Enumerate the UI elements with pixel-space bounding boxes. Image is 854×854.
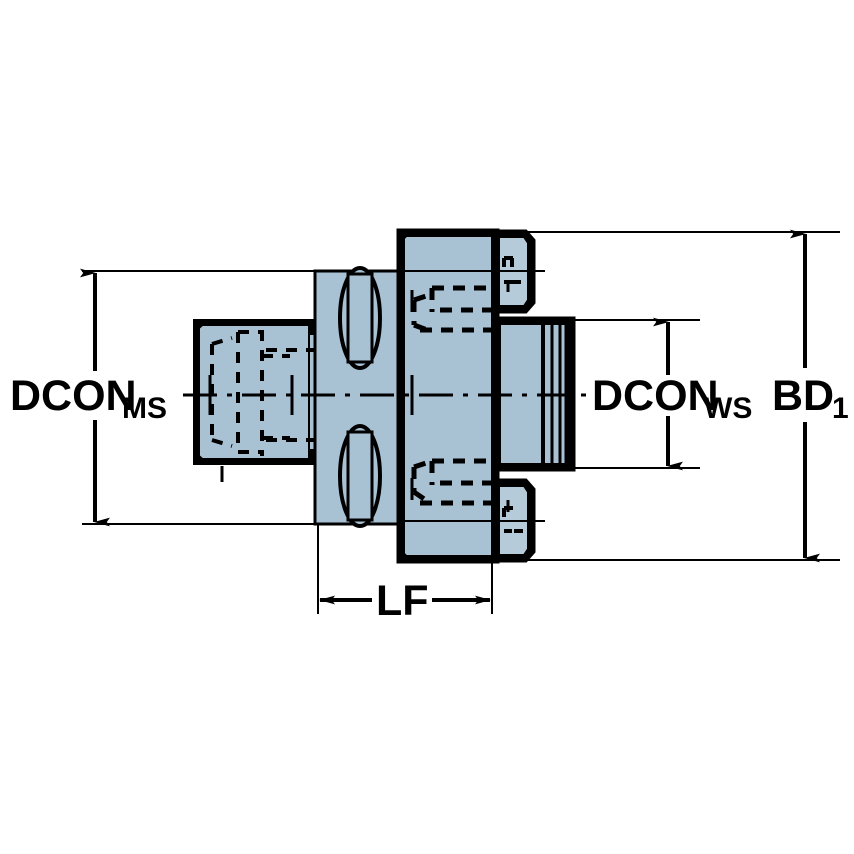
shank-chamfer-bottom-left bbox=[195, 452, 206, 464]
flange-slot-upper bbox=[338, 266, 382, 370]
main-body-hidden-lower bbox=[411, 458, 492, 506]
hidden-lower-angle-bottom bbox=[412, 489, 432, 506]
dimension-dcon-ms: DCON MS bbox=[10, 268, 167, 527]
dimension-bd1: BD 1 bbox=[772, 229, 849, 563]
slot-upper-inner bbox=[346, 272, 374, 364]
hidden-line-shank-taper-top bbox=[211, 336, 233, 346]
center-flange bbox=[313, 266, 402, 528]
main-body-chamfer-bl bbox=[398, 549, 411, 562]
hidden-line-shank-taper-bottom bbox=[211, 438, 233, 448]
extension-lines-group bbox=[82, 231, 840, 614]
dimension-lf: LF bbox=[319, 577, 491, 625]
centerline-group bbox=[183, 270, 597, 522]
hidden-upper-angle-bottom bbox=[413, 322, 431, 334]
slot-lower-inner bbox=[346, 430, 374, 522]
hidden-upper-angle-top bbox=[413, 291, 433, 303]
main-body-hidden-upper bbox=[411, 285, 492, 334]
dim-label-lf-main: LF bbox=[376, 577, 429, 625]
dim-label-dcon-ws-main: DCON bbox=[592, 372, 719, 420]
hidden-lower-angle-top bbox=[413, 458, 433, 470]
dim-label-bd1-main: BD bbox=[772, 372, 834, 420]
main-body-chamfer-tl bbox=[398, 230, 411, 243]
dim-label-bd1-sub: 1 bbox=[832, 392, 849, 425]
dim-label-dcon-ms-main: DCON bbox=[10, 372, 137, 420]
dim-label-dcon-ms-sub: MS bbox=[122, 392, 167, 425]
dimension-dcon-ws: DCON WS bbox=[592, 317, 752, 471]
flange-slot-lower bbox=[338, 424, 382, 528]
screw-lower-hidden bbox=[502, 506, 524, 533]
shank-chamfer-top-left bbox=[195, 320, 206, 332]
dim-label-dcon-ws-sub: WS bbox=[704, 392, 752, 425]
